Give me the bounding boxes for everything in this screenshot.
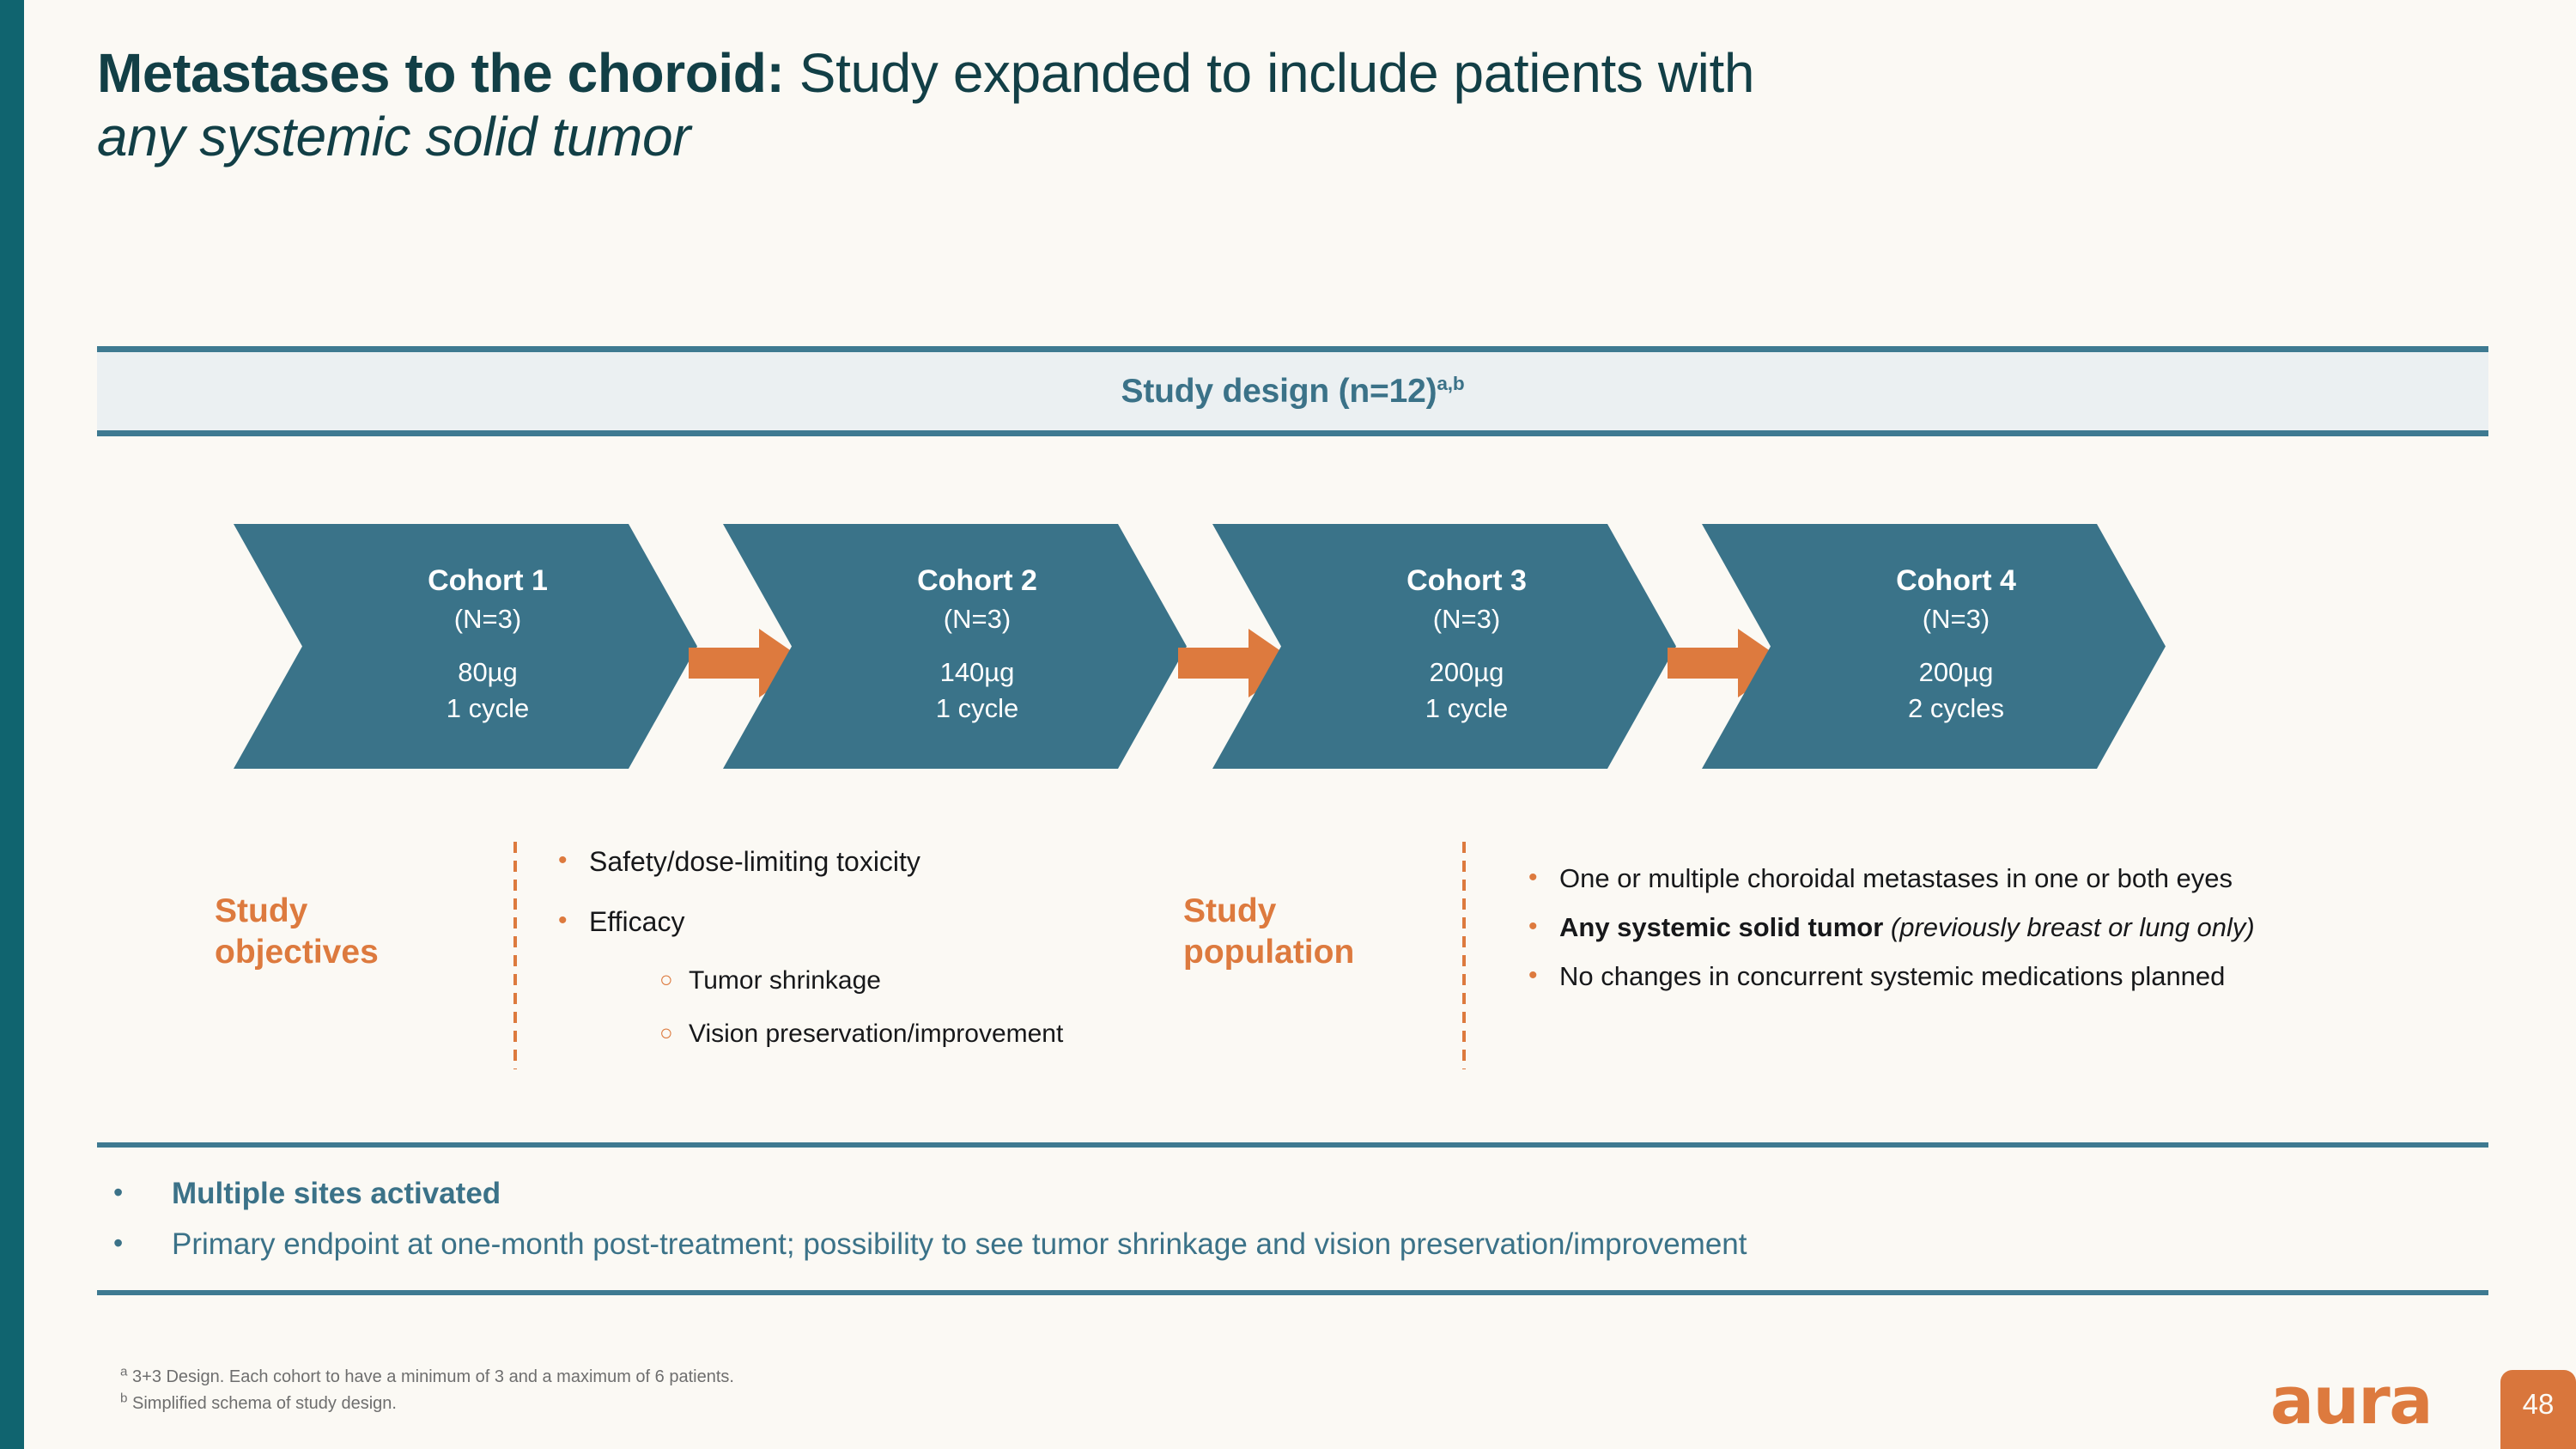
list-item: • Any systemic solid tumor (previously b… bbox=[1528, 914, 2516, 941]
study-population-label-line2: population bbox=[1183, 933, 1355, 971]
footnote-a: a 3+3 Design. Each cohort to have a mini… bbox=[120, 1364, 734, 1391]
left-accent-bar bbox=[0, 0, 24, 1449]
list-item: • Primary endpoint at one-month post-tre… bbox=[113, 1229, 2483, 1259]
bullet-dot-icon: • bbox=[113, 1177, 124, 1208]
footnote-b-text: Simplified schema of study design. bbox=[127, 1394, 397, 1413]
population-bullet-2: Any systemic solid tumor (previously bre… bbox=[1559, 914, 2255, 941]
population-divider bbox=[1462, 842, 1466, 1069]
bullet-dot-icon: • bbox=[1528, 863, 1538, 892]
cohort-4-dose: 200µg bbox=[1918, 657, 1994, 688]
study-objectives-list: • Safety/dose-limiting toxicity • Effica… bbox=[558, 848, 1176, 1075]
notes-bottom-rule bbox=[97, 1290, 2488, 1295]
cohort-4-cycles: 2 cycles bbox=[1908, 693, 2004, 723]
cohort-flow-diagram: Cohort 1 (N=3) 80µg 1 cycle Cohort 2 (N=… bbox=[234, 524, 2337, 769]
study-design-superscript: a,b bbox=[1437, 372, 1465, 394]
objectives-divider bbox=[513, 842, 517, 1069]
list-item: • Multiple sites activated bbox=[113, 1178, 2483, 1209]
cohort-2-dose: 140µg bbox=[939, 657, 1015, 688]
study-design-band-label: Study design (n=12)a,b bbox=[1121, 373, 1465, 411]
bullet-dot-icon: • bbox=[558, 906, 568, 935]
population-bullet-2-bold: Any systemic solid tumor bbox=[1559, 912, 1884, 942]
footnote-a-marker: a bbox=[120, 1364, 128, 1379]
objectives-sub-2-text: Vision preservation/improvement bbox=[689, 1020, 1064, 1048]
bullet-dot-icon: • bbox=[1528, 961, 1538, 989]
cohort-chevron-3: Cohort 3 (N=3) 200µg 1 cycle bbox=[1212, 524, 1676, 769]
objectives-bullet-2-text: Efficacy bbox=[589, 906, 685, 937]
bullet-dot-icon: • bbox=[113, 1227, 124, 1258]
cohort-3-dose: 200µg bbox=[1429, 657, 1504, 688]
bullet-dot-icon: • bbox=[558, 846, 568, 874]
objectives-sub-1-text: Tumor shrinkage bbox=[689, 966, 881, 995]
title-line-2: any systemic solid tumor bbox=[97, 106, 691, 168]
title-regular-segment: Study expanded to include patients with bbox=[784, 42, 1755, 104]
footnote-b: b Simplified schema of study design. bbox=[120, 1391, 734, 1417]
key-notes-list: • Multiple sites activated • Primary end… bbox=[113, 1178, 2483, 1280]
cohort-1-name: Cohort 1 bbox=[428, 564, 548, 598]
cohort-2-n: (N=3) bbox=[943, 604, 1012, 635]
population-bullet-1-text: One or multiple choroidal metastases in … bbox=[1559, 863, 2233, 893]
list-item: ○ Vision preservation/improvement bbox=[659, 1021, 1176, 1047]
cohort-1-n: (N=3) bbox=[453, 604, 522, 635]
study-design-label-text: Study design (n=12) bbox=[1121, 372, 1437, 410]
list-item: • Safety/dose-limiting toxicity bbox=[558, 846, 1176, 877]
cohort-3-n: (N=3) bbox=[1432, 604, 1501, 635]
footnote-b-marker: b bbox=[120, 1391, 128, 1406]
aura-logo: aura bbox=[2269, 1362, 2433, 1439]
cohort-chevron-1: Cohort 1 (N=3) 80µg 1 cycle bbox=[234, 524, 697, 769]
study-design-band: Study design (n=12)a,b bbox=[97, 346, 2488, 436]
page-number-badge: 48 bbox=[2500, 1370, 2576, 1449]
study-population-label-line1: Study bbox=[1183, 892, 1277, 929]
list-item: ○ Tumor shrinkage bbox=[659, 968, 1176, 994]
cohort-3-name: Cohort 3 bbox=[1406, 564, 1527, 598]
bullet-circle-icon: ○ bbox=[659, 1020, 673, 1045]
footnote-a-text: 3+3 Design. Each cohort to have a minimu… bbox=[127, 1367, 734, 1386]
note-2-text: Primary endpoint at one-month post-treat… bbox=[172, 1227, 1747, 1261]
population-bullet-2-italic: (previously breast or lung only) bbox=[1883, 912, 2255, 942]
bullet-circle-icon: ○ bbox=[659, 966, 673, 992]
footnotes: a 3+3 Design. Each cohort to have a mini… bbox=[120, 1364, 734, 1417]
population-bullet-3-text: No changes in concurrent systemic medica… bbox=[1559, 961, 2226, 991]
cohort-4-n: (N=3) bbox=[1922, 604, 1990, 635]
list-item: • One or multiple choroidal metastases i… bbox=[1528, 865, 2516, 892]
objectives-bullet-1-text: Safety/dose-limiting toxicity bbox=[589, 846, 920, 877]
cohort-2-name: Cohort 2 bbox=[917, 564, 1037, 598]
cohort-1-cycles: 1 cycle bbox=[446, 693, 530, 723]
study-objectives-label-line1: Study bbox=[215, 892, 308, 929]
cohort-chevron-2: Cohort 2 (N=3) 140µg 1 cycle bbox=[723, 524, 1187, 769]
slide-title: Metastases to the choroid: Study expande… bbox=[97, 41, 2501, 168]
cohort-1-dose: 80µg bbox=[458, 657, 518, 688]
cohort-4-name: Cohort 4 bbox=[1896, 564, 2016, 598]
note-1-text: Multiple sites activated bbox=[172, 1177, 501, 1210]
list-item: • No changes in concurrent systemic medi… bbox=[1528, 961, 2516, 991]
study-objectives-label: Study objectives bbox=[215, 891, 472, 972]
cohort-2-cycles: 1 cycle bbox=[935, 693, 1019, 723]
study-population-label: Study population bbox=[1183, 891, 1458, 972]
study-population-list: • One or multiple choroidal metastases i… bbox=[1528, 865, 2516, 1012]
objectives-population-section: Study objectives • Safety/dose-limiting … bbox=[0, 837, 2576, 1087]
study-objectives-label-line2: objectives bbox=[215, 933, 379, 971]
title-bold-segment: Metastases to the choroid: bbox=[97, 42, 785, 104]
list-item: • Efficacy bbox=[558, 906, 1176, 937]
title-line-1: Metastases to the choroid: Study expande… bbox=[97, 41, 2501, 105]
cohort-3-cycles: 1 cycle bbox=[1425, 693, 1509, 723]
notes-top-rule bbox=[97, 1142, 2488, 1148]
bullet-dot-icon: • bbox=[1528, 912, 1538, 941]
cohort-chevron-4: Cohort 4 (N=3) 200µg 2 cycles bbox=[1702, 524, 2166, 769]
